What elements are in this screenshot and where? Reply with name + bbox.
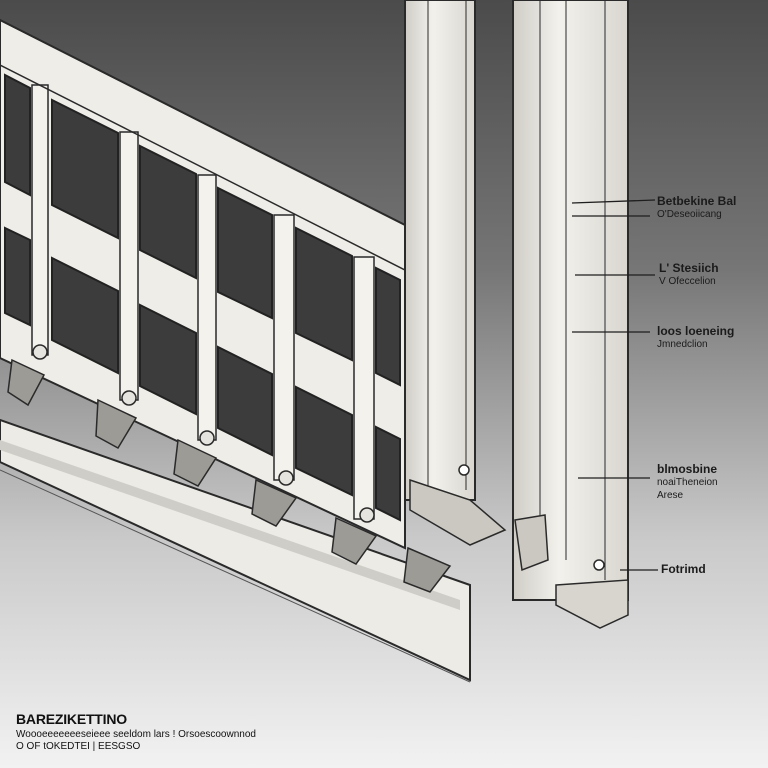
vertical-post-left [404, 0, 507, 546]
callout-title: Fotrimd [661, 562, 706, 576]
callout-fotrimd: Fotrimd [661, 563, 706, 576]
callout-title: Betbekine Bal [657, 194, 737, 208]
callout-subtitle: Jmnedclion [657, 339, 708, 350]
callout-balustrade: Betbekine Bal O'Deseoiicang [657, 195, 736, 221]
callout-title: blmosbine [657, 462, 718, 476]
callout-blmosbine: blmosbine noaiTheneion Arese [657, 463, 718, 502]
callout-subtitle: V Ofeccelion [659, 276, 716, 287]
caption-line-2: O OF tOKEDTEI | EESGSO [16, 741, 141, 752]
vertical-post-right [512, 0, 629, 629]
base-beam [0, 418, 471, 683]
diagram-caption: BAREZIKETTINO Woooeeeeeeeseieee seeldom … [16, 711, 256, 752]
caption-title: BAREZIKETTINO [16, 711, 127, 727]
callout-stesiich: L' Stesiich V Ofeccelion [659, 262, 719, 288]
callout-subtitle: O'Deseoiicang [657, 209, 722, 220]
leader-lines [571, 199, 658, 571]
callout-subtitle-2: Arese [657, 490, 684, 501]
caption-line: Woooeeeeeeeseieee seeldom lars ! Orsoesc… [16, 729, 256, 740]
grid-panel [0, 18, 452, 593]
callout-subtitle: noaiTheneion [657, 477, 718, 488]
callout-title: loos loeneing [657, 324, 735, 338]
callout-loos-loeneing: loos loeneing Jmnedclion [657, 325, 734, 351]
callout-title: L' Stesiich [659, 261, 719, 275]
